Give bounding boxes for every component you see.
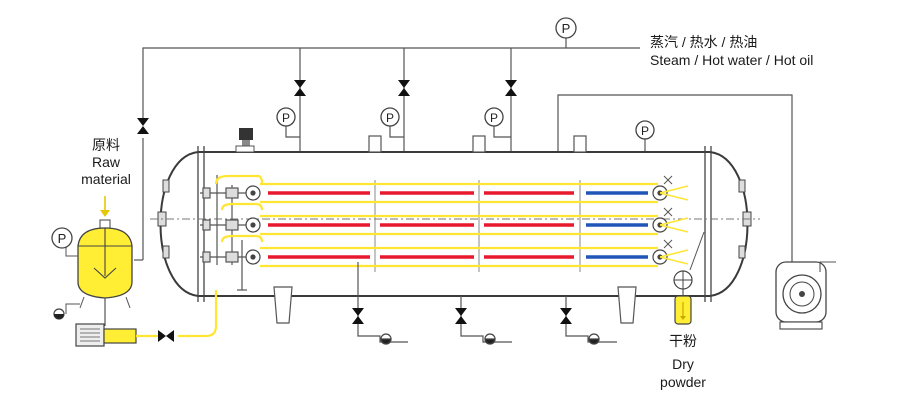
steam-traps: [380, 333, 600, 345]
valve-raw-feed: [137, 118, 149, 134]
pressure-gauge-branch-1: P: [276, 107, 300, 138]
svg-text:P: P: [58, 231, 67, 246]
svg-text:P: P: [282, 111, 290, 125]
discharge-spray: [659, 185, 689, 265]
tank-leg: [125, 296, 131, 309]
product-rails: [260, 182, 658, 268]
raw-material-label-cn: 原料: [92, 137, 120, 153]
steam-label-cn: 蒸汽 / 热水 / 热油: [650, 34, 758, 50]
support-leg-left: [273, 286, 293, 324]
tank-inlet: [99, 219, 111, 229]
nozzle-top-2: [472, 135, 486, 153]
steam-trap-3: [588, 333, 600, 345]
valve-drain-2: [455, 308, 467, 324]
pressure-gauge-branch-2: P: [380, 107, 404, 138]
steam-valves: [137, 80, 517, 134]
steam-trap-1: [380, 333, 392, 345]
pressure-gauge-vessel: P: [635, 120, 655, 152]
drain-valves: [352, 308, 572, 324]
steam-label-en: Steam / Hot water / Hot oil: [650, 52, 814, 68]
raw-material-tank: P: [51, 196, 133, 326]
dry-powder-label-en-1: Dry: [672, 356, 694, 372]
feed-pipes-yellow: [178, 174, 264, 338]
valve-pump-discharge: [158, 330, 174, 342]
tank-drain-line: [65, 303, 80, 314]
tank-leg: [79, 296, 85, 309]
nozzle-top-3: [573, 135, 587, 153]
valve-steam-2: [398, 80, 410, 96]
raw-material-label-en-2: material: [81, 171, 131, 187]
steam-header-piping: [134, 38, 640, 261]
svg-text:P: P: [386, 111, 394, 125]
inner-partitions: [374, 180, 581, 272]
svg-text:P: P: [490, 111, 498, 125]
manifold-fittings: [202, 187, 239, 263]
valve-steam-3: [505, 80, 517, 96]
feed-pump: [75, 323, 174, 347]
raw-material-label-en-1: Raw: [91, 154, 120, 170]
steam-trap-2: [484, 333, 496, 345]
branch-gauges: P P P P: [276, 107, 655, 152]
feed-arrow-head: [100, 210, 110, 217]
pressure-gauge-branch-3: P: [484, 107, 511, 138]
feed-pump-head: [103, 328, 137, 344]
support-legs: [273, 286, 637, 324]
tank-gauge-line: [65, 246, 78, 257]
vacuum-pump: [775, 261, 836, 330]
top-nozzles: [368, 135, 587, 153]
steam-main-line: [142, 47, 640, 120]
gauge-label: P: [562, 21, 571, 36]
discharge-scrapers: [663, 175, 673, 249]
dry-powder-discharge: [673, 270, 693, 325]
dry-powder-label-en-2: powder: [660, 374, 706, 390]
valve-drain-1: [352, 308, 364, 324]
drive-motor: [235, 128, 255, 153]
pressure-gauge-header: P: [555, 17, 577, 39]
discharge-chute: [689, 231, 705, 271]
agitator-blade: [93, 267, 117, 279]
valve-drain-3: [560, 308, 572, 324]
svg-text:P: P: [641, 124, 649, 138]
support-leg-right: [617, 286, 637, 324]
feed-manifold: [178, 174, 264, 338]
valve-steam-1: [294, 80, 306, 96]
vacuum-line: [557, 94, 793, 262]
dry-powder-label-cn: 干粉: [669, 333, 697, 349]
heating-tubes: [245, 175, 705, 271]
tube-segments: [268, 191, 648, 259]
pressure-gauge-tank: P: [51, 227, 73, 249]
nozzle-top-1: [368, 135, 382, 153]
